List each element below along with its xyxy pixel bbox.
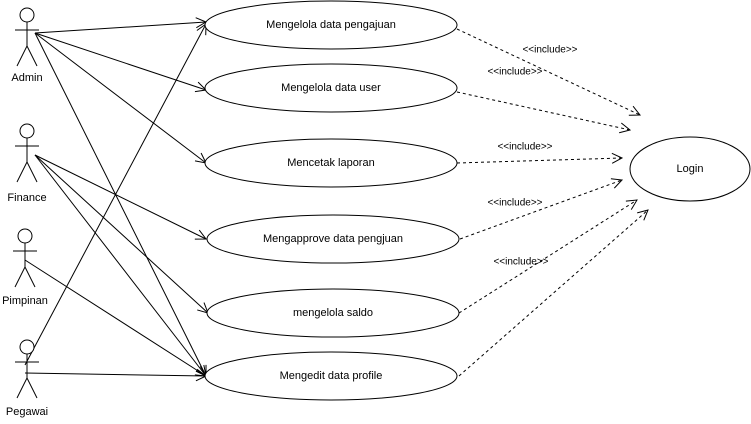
use-case-label-uc2: Mengelola data user [281, 82, 381, 94]
use-case-uc5 [206, 288, 460, 338]
include-edge-uc5 [458, 200, 637, 314]
include-label-uc3: <<include>> [497, 142, 552, 153]
use-case-label-login: Login [677, 163, 704, 175]
include-edge-uc4 [459, 180, 622, 240]
include-edge-uc3 [456, 158, 622, 163]
include-edge-uc1 [456, 28, 640, 115]
association-finance-uc5 [34, 154, 208, 313]
include-edge-uc6 [458, 210, 648, 377]
association-pegawai-uc6 [24, 373, 206, 376]
association-pimpinan-uc6 [24, 259, 206, 376]
use-case-uc3 [204, 138, 458, 188]
actor-finance-icon [15, 123, 39, 183]
actor-pegawai-icon [15, 339, 39, 399]
use-case-label-uc6: Mengedit data profile [280, 370, 383, 382]
include-label-uc1: <<include>> [522, 45, 577, 56]
use-case-label-uc3: Mencetak laporan [287, 157, 374, 169]
include-label-uc5: <<include>> [493, 257, 548, 268]
use-case-label-uc1: Mengelola data pengajuan [266, 19, 396, 31]
actor-admin-icon [15, 7, 39, 67]
use-case-login [629, 136, 751, 202]
association-admin-uc1 [34, 22, 206, 34]
use-case-uc1 [204, 0, 458, 50]
actor-pimpinan-icon [13, 228, 37, 288]
use-case-uc2 [204, 63, 458, 113]
actor-label-pegawai: Pegawai [6, 406, 48, 418]
association-pegawai-uc1 [24, 24, 206, 366]
actor-label-finance: Finance [7, 192, 46, 204]
use-case-label-uc4: Mengapprove data pengjuan [263, 233, 403, 245]
actor-label-admin: Admin [11, 72, 42, 84]
use-case-uc6 [204, 351, 458, 401]
association-finance-uc6 [34, 154, 206, 376]
use-case-label-uc5: mengelola saldo [293, 307, 373, 319]
association-finance-uc4 [34, 154, 206, 239]
actor-label-pimpinan: Pimpinan [2, 295, 48, 307]
association-admin-uc6 [34, 32, 206, 376]
include-label-uc4: <<include>> [487, 198, 542, 209]
use-case-uc4 [206, 214, 460, 264]
include-label-uc2: <<include>> [487, 67, 542, 78]
association-admin-uc3 [34, 32, 206, 163]
association-admin-uc2 [34, 32, 206, 90]
